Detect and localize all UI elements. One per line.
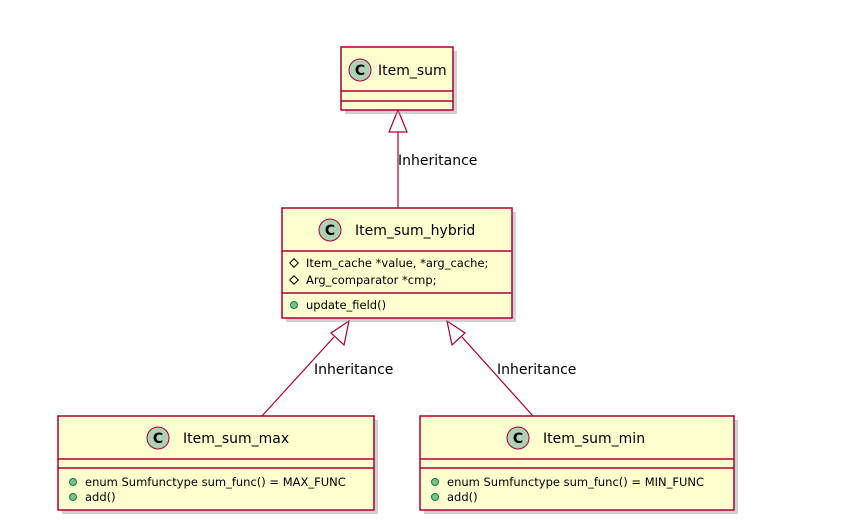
method-row: enum Sumfunctype sum_func() = MIN_FUNC [431,475,704,489]
class-badge [146,426,170,450]
class-item-sum[interactable]: C Item_sum [340,46,457,114]
class-item-sum-min[interactable]: C Item_sum_min enum Sumfunctype sum_func… [419,415,738,514]
class-badge [348,58,372,82]
class-box [419,415,735,511]
public-visibility-icon [431,493,439,501]
class-badge [318,218,342,242]
inheritance-arrowhead [330,319,350,347]
method-row: update_field() [290,298,386,312]
class-item-sum-max[interactable]: C Item_sum_max enum Sumfunctype sum_func… [57,415,378,514]
class-badge-letter: C [325,223,335,239]
inheritance-arrowhead [388,108,408,133]
field-text: Item_cache *value, *arg_cache; [306,256,488,270]
field-row: Item_cache *value, *arg_cache; [289,256,488,270]
field-text: Arg_comparator *cmp; [306,273,437,287]
protected-visibility-icon [289,258,299,268]
public-visibility-icon [431,478,439,486]
inheritance-edge-hybrid-to-item-sum: Inheritance [388,108,477,208]
method-row: enum Sumfunctype sum_func() = MAX_FUNC [69,475,346,489]
inheritance-arrowhead [446,319,466,347]
method-text: enum Sumfunctype sum_func() = MAX_FUNC [85,475,346,489]
class-name: Item_sum [378,63,447,79]
inheritance-edge-min-to-hybrid: Inheritance [446,319,576,417]
class-badge-letter: C [513,431,523,447]
method-row: add() [431,490,478,504]
method-text: update_field() [306,298,386,312]
edge-line [261,336,335,417]
edge-line [461,336,534,417]
class-badge-letter: C [153,431,163,447]
class-name: Item_sum_min [543,431,645,447]
class-badge [506,426,530,450]
inheritance-edge-max-to-hybrid: Inheritance [261,319,393,417]
class-badge-letter: C [355,63,365,79]
edge-label: Inheritance [398,153,477,169]
public-visibility-icon [69,493,77,501]
class-box [57,415,375,511]
class-name: Item_sum_hybrid [355,223,475,239]
method-text: add() [85,490,116,504]
edge-label: Inheritance [497,362,576,378]
public-visibility-icon [69,478,77,486]
field-row: Arg_comparator *cmp; [289,273,437,287]
method-text: enum Sumfunctype sum_func() = MIN_FUNC [447,475,704,489]
class-item-sum-hybrid[interactable]: C Item_sum_hybrid Item_cache *value, *ar… [281,207,516,322]
class-name: Item_sum_max [183,431,289,447]
method-text: add() [447,490,478,504]
edge-label: Inheritance [314,362,393,378]
public-visibility-icon [290,301,298,309]
protected-visibility-icon [289,275,299,285]
method-row: add() [69,490,116,504]
